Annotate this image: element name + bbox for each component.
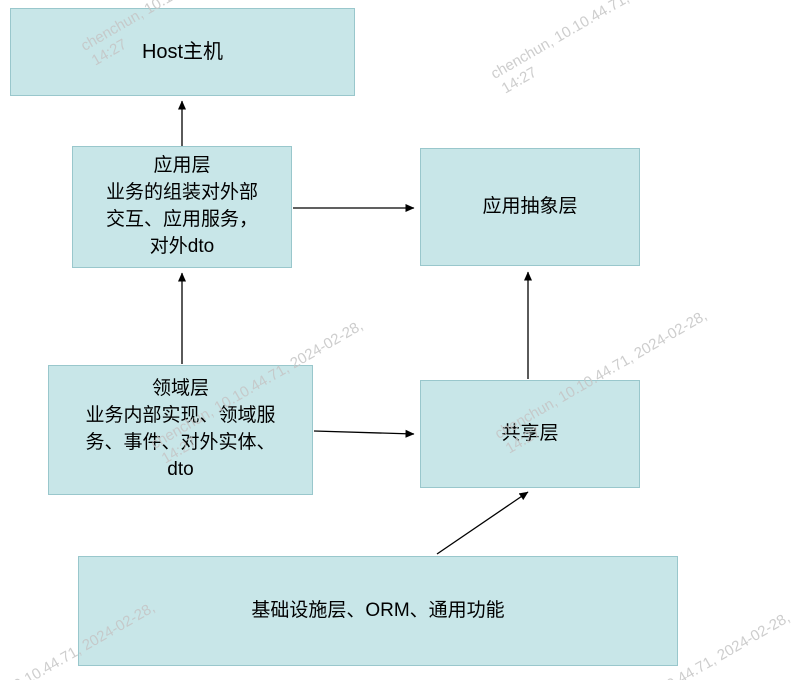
box-application-layer-label: 应用层 业务的组装对外部 交互、应用服务， 对外dto	[105, 155, 258, 257]
watermark-line1: chenchun, 10.10.44.71, 2024-02-28,	[488, 0, 706, 83]
arrow-infrastructure-to-shared	[436, 491, 529, 555]
box-infrastructure-layer-label: 基础设施层、ORM、通用功能	[251, 599, 505, 621]
box-application-abstraction-layer: 应用抽象层	[420, 148, 640, 266]
box-infrastructure-layer: 基础设施层、ORM、通用功能	[78, 556, 678, 666]
box-domain-layer: 领域层 业务内部实现、领域服 务、事件、对外实体、 dto	[48, 365, 313, 495]
box-host: Host主机	[10, 8, 355, 96]
arrow-domain-to-shared	[313, 429, 415, 438]
box-application-abstraction-layer-label: 应用抽象层	[482, 195, 578, 217]
watermark-line2: 14:27	[498, 63, 540, 98]
box-shared-layer-label: 共享层	[501, 422, 559, 444]
watermark-2: chenchun, 10.10.44.71, 2024-02-28, 14:27	[488, 0, 715, 98]
box-application-layer: 应用层 业务的组装对外部 交互、应用服务， 对外dto	[72, 146, 292, 268]
box-domain-layer-label: 领域层 业务内部实现、领域服 务、事件、对外实体、 dto	[85, 378, 276, 480]
box-host-label: Host主机	[141, 40, 224, 63]
box-shared-layer: 共享层	[420, 380, 640, 488]
